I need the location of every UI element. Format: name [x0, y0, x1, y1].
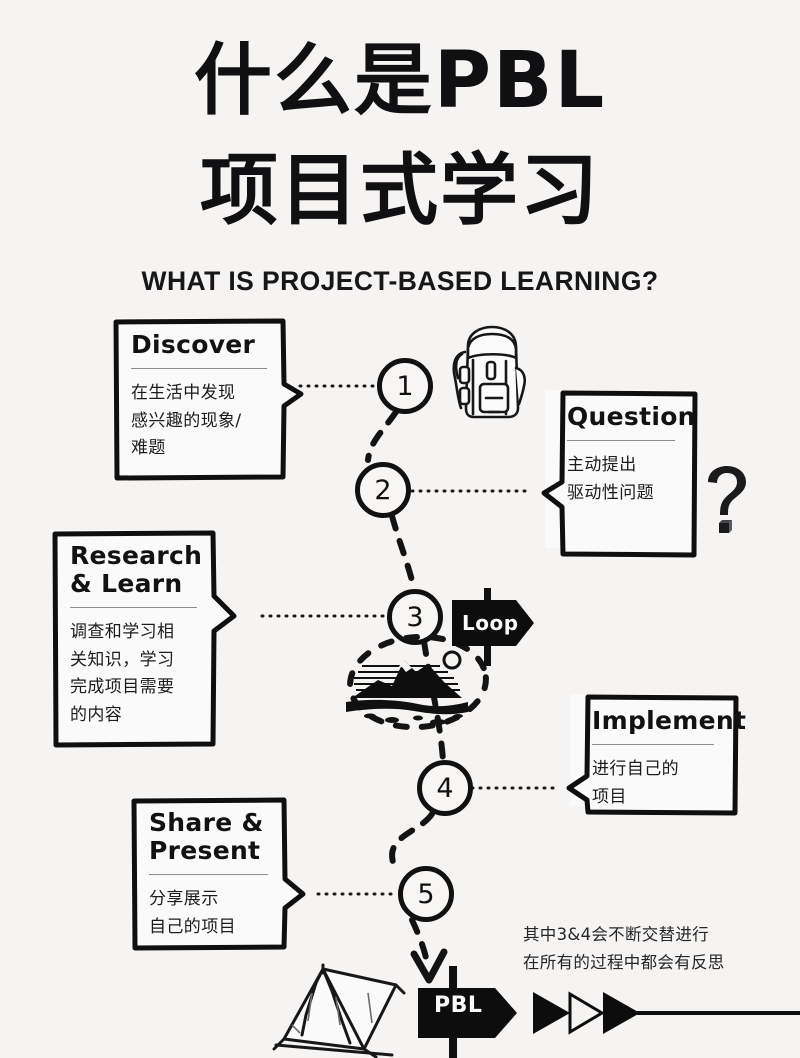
step-number-2: 2 — [374, 474, 392, 506]
page-subtitle-en: WHAT IS PROJECT-BASED LEARNING? — [141, 266, 659, 296]
body-line: 在生活中发现 — [131, 383, 236, 403]
backpack-icon — [452, 325, 527, 419]
card-share-title-line2: Present — [149, 836, 261, 865]
card-share-present: Share & Present 分享展示 自己的项目 — [131, 797, 306, 951]
card-question: Question 主动提出 驱动性问题 — [541, 390, 698, 558]
tent-icon — [272, 963, 406, 1058]
body-line: 调查和学习相 — [70, 622, 175, 642]
card-research-title-line1: Research — [70, 541, 203, 570]
card-divider — [567, 440, 675, 441]
step-number-4: 4 — [436, 772, 454, 804]
step-number-3: 3 — [406, 601, 424, 633]
card-question-title: Question — [567, 402, 696, 431]
card-discover-title: Discover — [131, 330, 256, 359]
card-share-title-line1: Share & — [149, 808, 264, 837]
body-line: 难题 — [131, 438, 166, 459]
body-line: 分享展示 — [149, 889, 219, 909]
card-discover-body: 在生活中发现 感兴趣的现象/ 难题 — [131, 380, 269, 463]
step-number-5: 5 — [417, 878, 435, 910]
card-share-body: 分享展示 自己的项目 — [149, 886, 270, 941]
body-line: 进行自己的 — [592, 759, 679, 779]
footer-note-line1: 其中3&4会不断交替进行 — [523, 925, 709, 944]
body-line: 的内容 — [70, 704, 123, 725]
body-line: 驱动性问题 — [567, 482, 654, 503]
card-question-body: 主动提出 驱动性问题 — [567, 452, 677, 507]
footer-note-line2: 在所有的过程中都会有反思 — [523, 953, 725, 973]
card-divider — [70, 607, 197, 608]
body-line: 感兴趣的现象/ — [131, 410, 242, 431]
page-title-cn-line2: 项目式学习 — [199, 146, 600, 236]
page-title-cn-line1: 什么是PBL — [193, 36, 607, 126]
card-implement: Implement 进行自己的 项目 — [566, 694, 747, 816]
card-implement-body: 进行自己的 项目 — [592, 756, 716, 811]
footer-note: 其中3&4会不断交替进行 在所有的过程中都会有反思 — [523, 921, 788, 978]
body-line: 关知识，学习 — [70, 649, 175, 670]
card-divider — [131, 368, 267, 369]
card-divider — [592, 744, 714, 745]
card-implement-title: Implement — [592, 706, 747, 735]
body-line: 项目 — [592, 786, 627, 807]
card-divider — [149, 874, 268, 875]
step-number-1: 1 — [396, 370, 414, 402]
body-line: 完成项目需要 — [70, 677, 175, 698]
body-line: 主动提出 — [567, 455, 637, 475]
card-discover: Discover 在生活中发现 感兴趣的现象/ 难题 — [113, 318, 304, 481]
question-mark-icon — [708, 466, 746, 533]
card-research-learn: Research & Learn 调查和学习相 关知识，学习 完成项目需要 的内… — [52, 530, 237, 748]
card-research-title-line2: & Learn — [70, 569, 183, 598]
body-line: 自己的项目 — [149, 916, 236, 937]
card-research-body: 调查和学习相 关知识，学习 完成项目需要 的内容 — [70, 619, 199, 729]
mountain-landscape-icon — [346, 650, 468, 725]
